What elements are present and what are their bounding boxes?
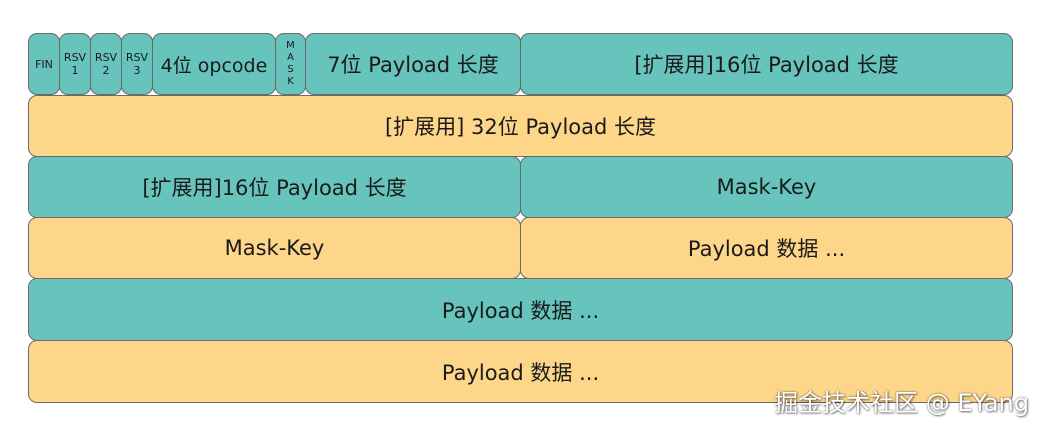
mask-letter-k: K bbox=[287, 76, 294, 87]
mask-letter-m: M bbox=[286, 40, 295, 51]
mask-key-field-1: Mask-Key bbox=[520, 156, 1013, 218]
mask-letters: M A S K bbox=[286, 40, 295, 88]
mask-bit: M A S K bbox=[275, 33, 306, 95]
payload-data-label-3: Payload 数据 ... bbox=[441, 360, 600, 385]
extended-16bit-length-field: [扩展用]16位 Payload 长度 bbox=[28, 156, 521, 218]
extended-16bit-length-label: [扩展用]16位 Payload 长度 bbox=[142, 176, 407, 200]
payload-length-7bit-label: 7位 Payload 长度 bbox=[327, 53, 499, 77]
rsv2-label: RSV bbox=[94, 51, 118, 64]
extended-16bit-length-field-top: [扩展用]16位 Payload 长度 bbox=[520, 33, 1013, 95]
mask-letter-a: A bbox=[287, 52, 294, 63]
payload-data-label-1: Payload 数据 ... bbox=[687, 237, 846, 261]
mask-key-field-2: Mask-Key bbox=[28, 217, 521, 279]
rsv3-label: RSV bbox=[125, 51, 149, 64]
rsv2-number: 2 bbox=[102, 64, 110, 77]
extended-32bit-length-field: [扩展用] 32位 Payload 长度 bbox=[28, 95, 1013, 157]
rsv3-number: 3 bbox=[133, 64, 141, 77]
mask-letter-s: S bbox=[287, 64, 294, 75]
opcode-field: 4位 opcode bbox=[152, 33, 276, 95]
mask-key-label-1: Mask-Key bbox=[716, 175, 817, 199]
rsv1-bit: RSV 1 bbox=[59, 33, 91, 95]
rsv3-bit: RSV 3 bbox=[121, 33, 153, 95]
rsv1-label: RSV bbox=[63, 51, 87, 64]
payload-data-field-3: Payload 数据 ... bbox=[28, 340, 1013, 403]
payload-length-7bit-field: 7位 Payload 长度 bbox=[305, 33, 521, 95]
extended-32bit-length-label: [扩展用] 32位 Payload 长度 bbox=[384, 115, 657, 139]
payload-data-label-2: Payload 数据 ... bbox=[441, 298, 600, 323]
rsv2-bit: RSV 2 bbox=[90, 33, 122, 95]
fin-label: FIN bbox=[35, 57, 53, 71]
rsv1-number: 1 bbox=[71, 64, 79, 77]
opcode-label: 4位 opcode bbox=[160, 54, 268, 77]
mask-key-label-2: Mask-Key bbox=[224, 236, 325, 260]
fin-bit: FIN bbox=[28, 33, 60, 95]
payload-data-field-2: Payload 数据 ... bbox=[28, 278, 1013, 341]
extended-16bit-length-label-top: [扩展用]16位 Payload 长度 bbox=[634, 53, 899, 77]
watermark-text: 掘金技术社区 @ EYang bbox=[774, 389, 1029, 417]
payload-data-field-1: Payload 数据 ... bbox=[520, 217, 1013, 279]
